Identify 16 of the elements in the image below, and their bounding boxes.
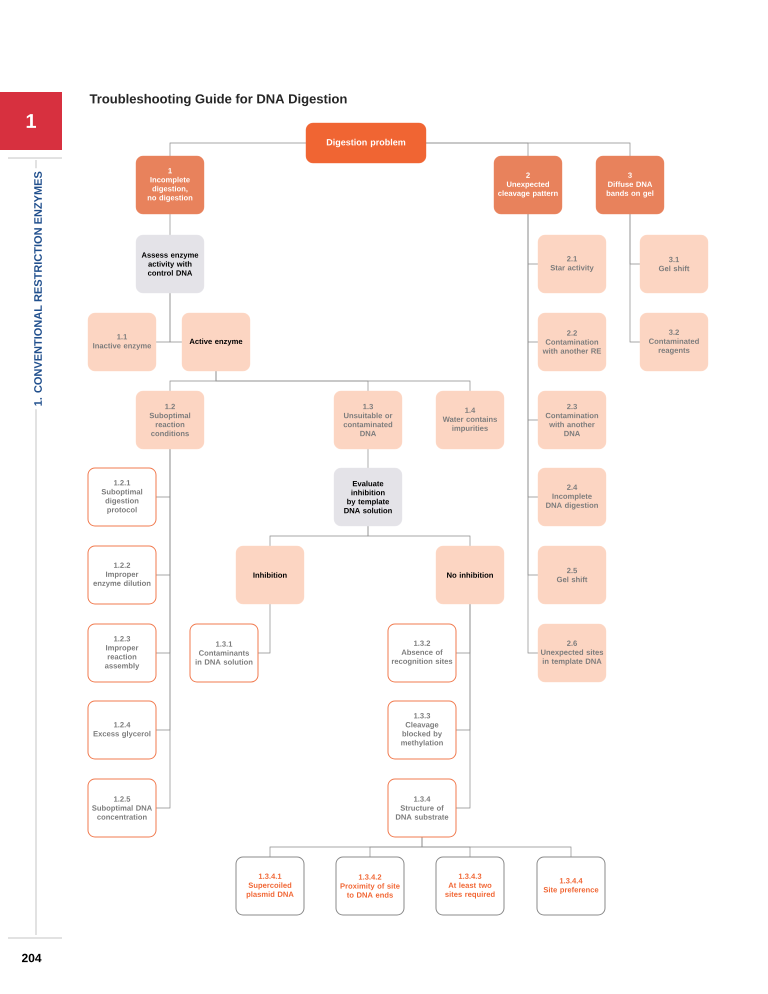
connector — [216, 370, 470, 392]
side-heading: 1. CONVENTIONAL RESTRICTION ENZYMES — [31, 168, 45, 410]
title: Troubleshooting Guide for DNA Digestion — [90, 94, 347, 106]
page-number: 204 — [22, 954, 42, 962]
connector — [630, 214, 640, 342]
connector — [528, 214, 538, 654]
connector — [258, 604, 270, 654]
connector — [156, 448, 170, 808]
tab-number: 1 — [26, 114, 36, 128]
connector — [368, 526, 470, 546]
connector — [170, 142, 306, 156]
connector — [422, 836, 572, 858]
connector — [456, 604, 470, 808]
connector — [170, 292, 182, 342]
root-box: Digestion problem — [306, 122, 426, 164]
connector — [426, 142, 630, 156]
